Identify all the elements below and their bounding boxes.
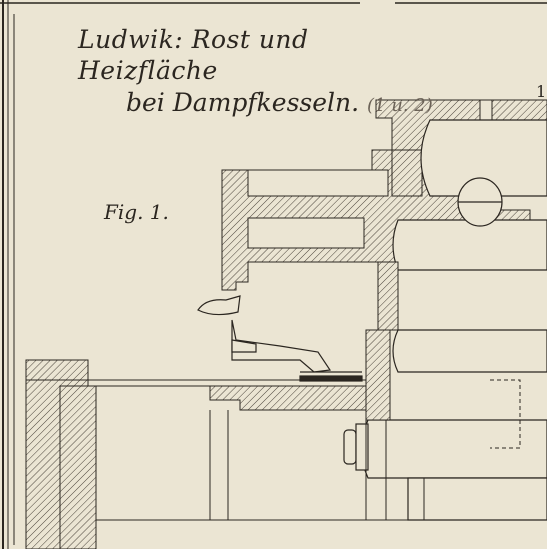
page-number: 1 xyxy=(536,82,547,101)
base-lines xyxy=(209,379,547,521)
steam-dome xyxy=(457,177,503,227)
subtitle-line: bei Dampfkesseln. (1 u. 2) xyxy=(126,87,438,118)
right-wall xyxy=(365,261,399,421)
subtitle-text: bei Dampfkesseln. xyxy=(126,87,360,117)
ground-foundation xyxy=(25,359,370,549)
boiler-shells xyxy=(360,119,547,521)
subtitle-note: (1 u. 2) xyxy=(367,94,433,116)
feed-valve xyxy=(343,423,369,471)
plate-title: Ludwik: Rost und Heizfläche bei Dampfkes… xyxy=(78,24,438,118)
furnace-fittings xyxy=(197,295,363,382)
title-line: Ludwik: Rost und Heizfläche xyxy=(78,25,309,86)
figure-label: Fig. 1. xyxy=(104,200,169,224)
